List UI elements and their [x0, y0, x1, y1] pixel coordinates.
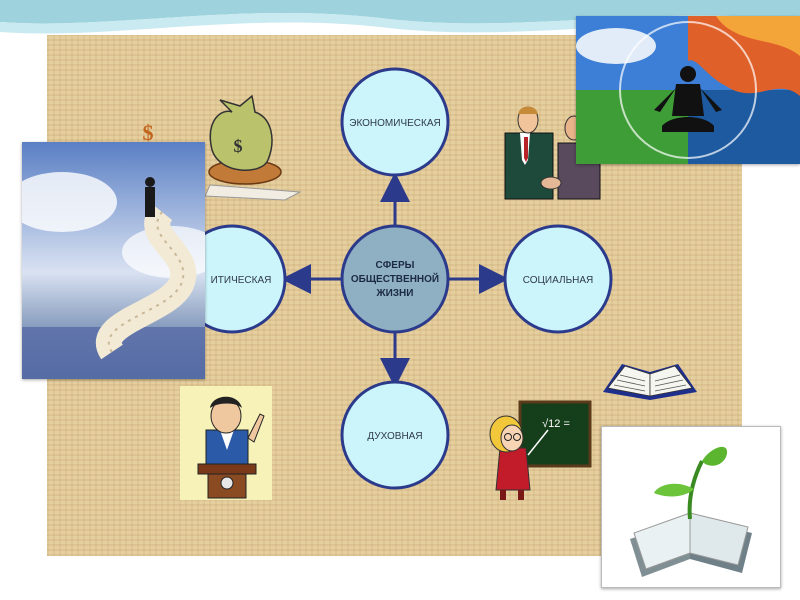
teacher-icon: √12 = [490, 402, 590, 500]
speaker-icon [180, 386, 272, 500]
chalkboard-text: √12 = [542, 418, 570, 430]
node-social: СОЦИАЛЬНАЯ [505, 226, 611, 332]
meditation-icon [576, 16, 800, 164]
node-political-label: ИТИЧЕСКАЯ [211, 275, 272, 286]
node-social-label: СОЦИАЛЬНАЯ [523, 275, 594, 286]
staircase-photo [22, 142, 205, 379]
node-center: СФЕРЫ ОБЩЕСТВЕННОЙ ЖИЗНИ [342, 226, 448, 332]
node-spiritual-label: ДУХОВНАЯ [367, 431, 422, 442]
center-label-line-3: ЖИЗНИ [376, 288, 414, 299]
speaker-image [180, 386, 272, 500]
svg-text:$: $ [234, 136, 243, 156]
meditation-photo [576, 16, 800, 164]
node-economic-label: ЭКОНОМИЧЕСКАЯ [349, 118, 440, 129]
money-bag-icon: $ [205, 96, 300, 200]
sprout-book-image [601, 426, 781, 588]
open-book-icon [603, 364, 697, 400]
staircase-icon [22, 142, 205, 379]
sprout-book-icon [602, 427, 780, 587]
node-economic: ЭКОНОМИЧЕСКАЯ [342, 69, 448, 175]
center-label-line-2: ОБЩЕСТВЕННОЙ [351, 272, 439, 285]
center-label-line-1: СФЕРЫ [376, 260, 415, 271]
node-spiritual: ДУХОВНАЯ [342, 382, 448, 488]
